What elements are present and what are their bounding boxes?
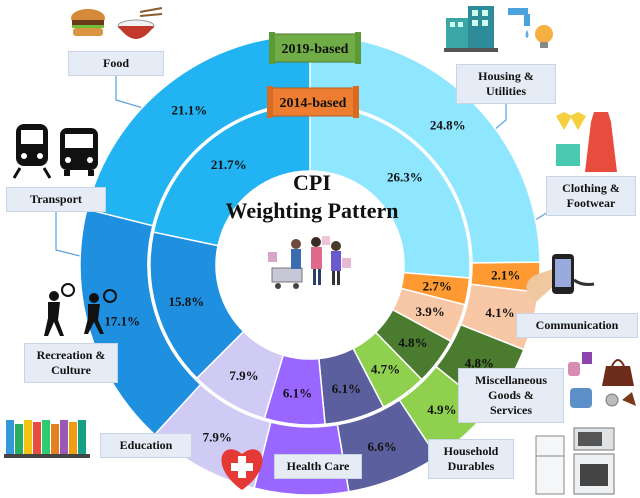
banner-2014: 2014-based <box>267 86 359 118</box>
pct-label-inner-transport: 15.8% <box>168 294 204 309</box>
pct-label-outer-household-durables: 4.9% <box>427 402 456 417</box>
label-miscellaneous: Miscellaneous Goods & Services <box>458 368 564 423</box>
books-icon <box>4 420 90 458</box>
smartphone-icon <box>526 254 595 302</box>
label-education: Education <box>100 433 192 458</box>
percent-labels: 24.8%2.1%4.1%4.8%4.9%6.6%6.6%7.9%17.1%21… <box>104 103 520 468</box>
pct-label-inner-household-durables: 4.7% <box>371 362 400 377</box>
leader-line <box>115 72 151 111</box>
label-food: Food <box>68 51 164 76</box>
slice-inner-housing-and-utilities <box>309 104 471 279</box>
label-transport: Transport <box>6 187 106 212</box>
pct-label-outer-clothing-and-footwear: 4.1% <box>485 305 514 320</box>
pct-label-outer-recreation-and-culture: 7.9% <box>203 430 232 445</box>
transport-icon <box>12 124 98 179</box>
pct-label-inner-miscellaneous-goods-and-services: 4.8% <box>398 335 427 350</box>
outer-ring-2019 <box>79 34 541 496</box>
banner-2019: 2019-based <box>269 32 361 64</box>
pct-label-outer-food: 21.1% <box>172 103 208 118</box>
accessories-icon <box>568 352 636 408</box>
banner-2014-label: 2014-based <box>280 96 347 111</box>
pct-label-outer-health-care: 6.6% <box>368 439 397 454</box>
label-recreation-culture: Recreation & Culture <box>24 343 118 383</box>
health-cross-icon <box>221 449 263 490</box>
clothing-icon <box>556 112 617 172</box>
sports-icon <box>44 283 117 336</box>
shoppers-icon <box>268 236 351 289</box>
food-icon <box>71 7 163 39</box>
pct-label-inner-housing-and-utilities: 26.3% <box>387 170 423 185</box>
inner-ring-2014 <box>149 104 471 426</box>
pct-label-inner-recreation-and-culture: 7.9% <box>229 368 258 383</box>
label-housing-utilities: Housing & Utilities <box>456 64 556 104</box>
pct-label-outer-miscellaneous-goods-and-services: 4.8% <box>465 356 494 371</box>
label-health-care: Health Care <box>274 454 362 479</box>
pct-label-inner-education: 6.1% <box>283 385 312 400</box>
appliances-icon <box>535 427 615 495</box>
label-household-durables: Household Durables <box>428 439 514 479</box>
center-title-line2: Weighting Pattern <box>226 198 399 223</box>
pct-label-inner-communication: 2.7% <box>423 278 452 293</box>
pct-label-outer-housing-and-utilities: 24.8% <box>430 118 466 133</box>
pct-label-inner-health-care: 6.1% <box>332 381 361 396</box>
label-communication: Communication <box>516 313 638 338</box>
housing-utilities-icon <box>444 6 553 52</box>
label-clothing-footwear: Clothing & Footwear <box>546 176 636 216</box>
pct-label-outer-communication: 2.1% <box>491 267 520 282</box>
slice-outer-housing-and-utilities <box>309 34 541 264</box>
pct-label-inner-food: 21.7% <box>211 157 247 172</box>
leader-line <box>55 210 81 257</box>
pct-label-inner-clothing-and-footwear: 3.9% <box>415 304 444 319</box>
pct-label-outer-transport: 17.1% <box>104 313 140 328</box>
banner-2019-label: 2019-based <box>282 42 349 57</box>
center-title-line1: CPI <box>293 170 331 195</box>
